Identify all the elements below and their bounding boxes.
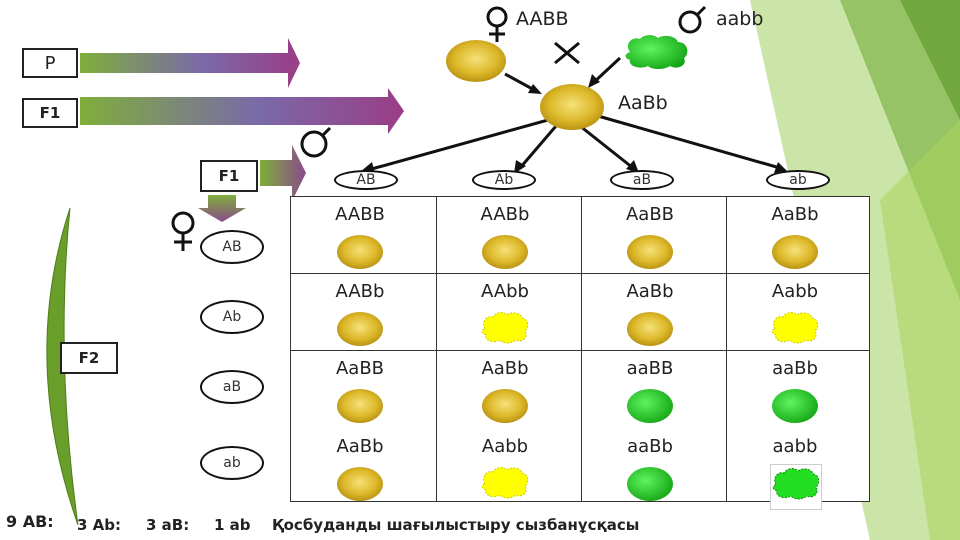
f1-genotype: AaBb — [618, 92, 668, 114]
gamete-side-2: Ab — [200, 300, 264, 334]
cell-genotype: AaBb — [725, 204, 865, 225]
cell-seed — [480, 309, 530, 353]
cell-genotype: AABb — [290, 281, 430, 302]
male-symbol-icon — [298, 124, 334, 160]
parent-male-seed — [622, 34, 692, 70]
yellow-smooth-seed-icon — [770, 232, 820, 272]
cell-genotype: AABB — [290, 204, 430, 225]
gamete-top-ab-upper: AB — [334, 170, 398, 190]
yellow-smooth-seed-icon — [480, 386, 530, 426]
cell-seed — [480, 386, 530, 430]
punnett-cell: Aabb — [725, 273, 865, 349]
cell-genotype: AaBB — [580, 204, 720, 225]
cell-genotype: AAbb — [435, 281, 575, 302]
diagram-caption: Қосбуданды шағылыстыру сызбанұсқасы — [272, 516, 639, 534]
yellow-wrinkled-seed-icon — [480, 464, 530, 504]
ratio-part-4: 1 ab — [214, 516, 251, 534]
gamete-side-3: aB — [200, 370, 264, 404]
ratio-part-3: 3 aB: — [146, 516, 189, 534]
cell-seed — [625, 309, 675, 353]
green-smooth-seed-icon — [625, 386, 675, 426]
yellow-smooth-seed-icon — [480, 232, 530, 272]
ratio-part-1: 9 AB: — [6, 512, 54, 531]
cell-seed — [480, 464, 530, 508]
cell-genotype: AABb — [435, 204, 575, 225]
cell-seed — [625, 464, 675, 508]
cell-genotype: Aabb — [725, 281, 865, 302]
yellow-smooth-seed-icon — [335, 309, 385, 349]
female-symbol-icon — [166, 210, 200, 252]
gamete-side-4: ab — [200, 446, 264, 480]
yellow-wrinkled-seed-icon — [480, 309, 530, 349]
yellow-smooth-seed-icon — [625, 232, 675, 272]
f1-seed — [538, 82, 606, 132]
cell-genotype: aaBb — [580, 436, 720, 457]
ratio-part-2: 3 Ab: — [77, 516, 121, 534]
cell-seed — [480, 232, 530, 276]
punnett-cell: aaBB — [580, 350, 720, 426]
label-p: P — [22, 48, 78, 78]
yellow-smooth-seed-icon — [335, 232, 385, 272]
yellow-smooth-seed-icon — [335, 386, 385, 426]
punnett-cell: AABb — [435, 196, 575, 272]
cell-seed — [335, 309, 385, 353]
male-parent-genotype: aabb — [716, 8, 763, 30]
female-parent-genotype: AABB — [516, 8, 569, 30]
gamete-top-lower-ab: ab — [766, 170, 830, 190]
yellow-wrinkled-seed-icon — [770, 309, 820, 349]
parent-female-seed — [444, 38, 508, 84]
yellow-smooth-seed-icon — [625, 309, 675, 349]
cell-genotype: AaBB — [290, 358, 430, 379]
punnett-cell: AABB — [290, 196, 430, 272]
cell-genotype: aabb — [725, 436, 865, 457]
label-f1-side: F1 — [200, 160, 258, 192]
punnett-cell: AABb — [290, 273, 430, 349]
cell-seed — [770, 464, 822, 510]
cell-seed — [335, 464, 385, 508]
punnett-cell: aaBb — [580, 428, 720, 504]
cell-genotype: aaBb — [725, 358, 865, 379]
punnett-cell: AaBb — [580, 273, 720, 349]
gamete-top-lower-a-upper-b: aB — [610, 170, 674, 190]
female-symbol-icon — [480, 5, 514, 43]
punnett-cell: AAbb — [435, 273, 575, 349]
punnett-cell: AaBB — [580, 196, 720, 272]
cell-genotype: aaBB — [580, 358, 720, 379]
cell-genotype: Aabb — [435, 436, 575, 457]
green-wrinkled-seed-icon — [771, 465, 821, 505]
cell-seed — [770, 386, 820, 430]
gamete-top-ab-lower-b: Ab — [472, 170, 536, 190]
cell-seed — [770, 309, 820, 353]
cell-seed — [625, 386, 675, 430]
cell-genotype: AaBb — [435, 358, 575, 379]
punnett-cell: AaBb — [290, 428, 430, 504]
cell-seed — [625, 232, 675, 276]
punnett-cell: Aabb — [435, 428, 575, 504]
punnett-cell: AaBB — [290, 350, 430, 426]
yellow-smooth-seed-icon — [335, 464, 385, 504]
cell-genotype: AaBb — [290, 436, 430, 457]
gamete-side-1: AB — [200, 230, 264, 264]
punnett-cell: aabb — [725, 428, 865, 504]
cell-seed — [335, 386, 385, 430]
label-f1-top: F1 — [22, 98, 78, 128]
label-f2: F2 — [60, 342, 118, 374]
male-symbol-icon — [676, 4, 708, 36]
punnett-cell: AaBb — [435, 350, 575, 426]
cell-genotype: AaBb — [580, 281, 720, 302]
cell-seed — [770, 232, 820, 276]
green-smooth-seed-icon — [625, 464, 675, 504]
punnett-cell: AaBb — [725, 196, 865, 272]
green-smooth-seed-icon — [770, 386, 820, 426]
cell-seed — [335, 232, 385, 276]
punnett-cell: aaBb — [725, 350, 865, 426]
